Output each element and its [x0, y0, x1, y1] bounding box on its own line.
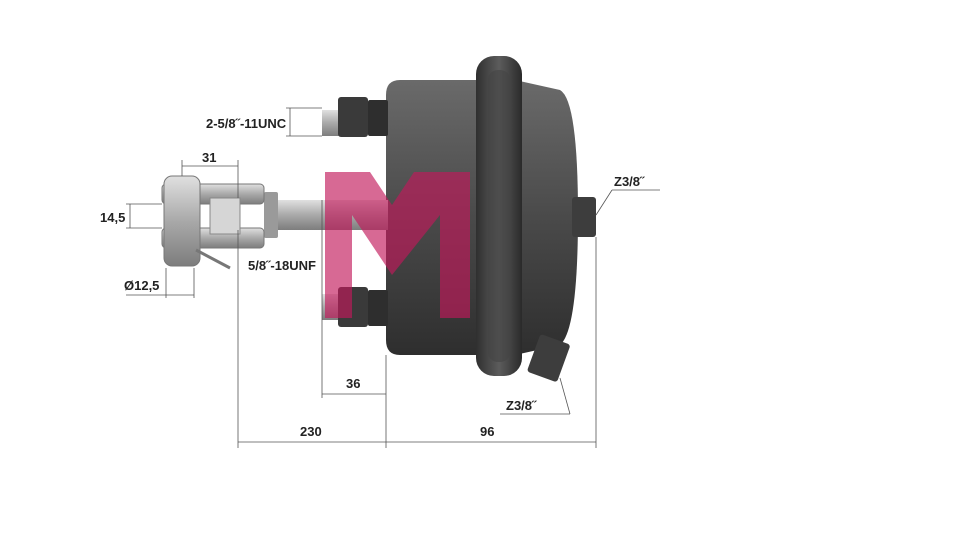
pin-diameter-label: Ø12,5 [124, 278, 159, 293]
clevis [161, 175, 265, 270]
clevis-gap-label: 14,5 [100, 210, 125, 225]
chamber-rear-housing [515, 80, 578, 355]
rear-port-label: Z3/8˝ [614, 174, 645, 189]
rear-port-fitting [572, 197, 596, 237]
thread-stud-label: 2-5/8˝-11UNC [206, 116, 287, 131]
rod-thread-label: 5/8˝-18UNF [248, 258, 316, 273]
upper-mounting-stud [322, 97, 388, 137]
stud-offset-label: 36 [346, 376, 360, 391]
bottom-port-fitting [527, 334, 570, 382]
clevis-opening-label: 31 [202, 150, 216, 165]
dimension-lines [126, 107, 660, 448]
rod-length-label: 230 [300, 424, 322, 439]
body-depth-label: 96 [480, 424, 494, 439]
bottom-port-label: Z3/8˝ [506, 398, 537, 413]
brand-logo-watermark [325, 172, 470, 318]
